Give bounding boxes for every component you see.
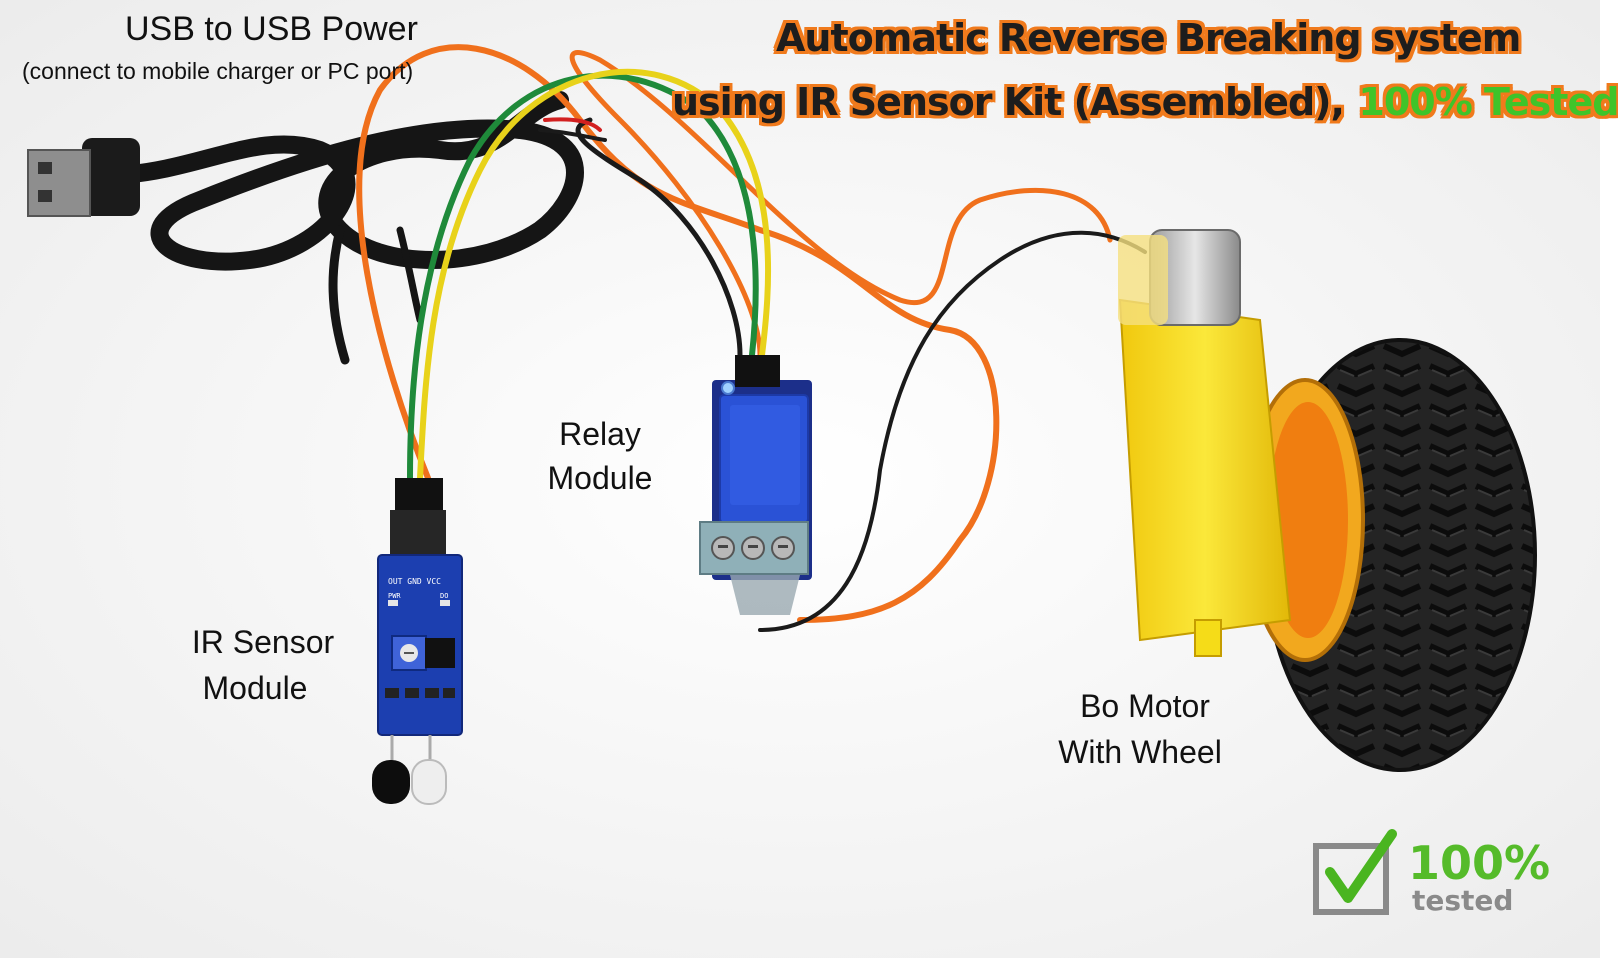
relay-header-pins [735, 355, 780, 387]
ir-chip [425, 638, 455, 668]
wheel [1245, 338, 1537, 772]
usb-connector-body [82, 138, 140, 216]
usb-power-label: USB to USB Power [125, 10, 418, 48]
ir-emitter-led [411, 759, 447, 805]
relay-label-line-2: Module [547, 460, 653, 496]
usb-plug [27, 149, 91, 217]
ir-do-silkscreen: DO [440, 592, 448, 600]
checkmark-box-icon [1313, 829, 1397, 915]
bo-motor [1118, 229, 1292, 657]
motor-label-line-1: Bo Motor [1080, 688, 1210, 724]
ir-receiver-led [372, 760, 410, 804]
ir-header-connector [395, 478, 443, 514]
ir-sensor-label-line-1: IR Sensor [191, 624, 335, 660]
relay-label-line-1: Relay [559, 416, 641, 452]
ir-sensor-label-line-2: Module [202, 670, 308, 706]
badge-tested-text: tested [1412, 884, 1514, 917]
relay-module [699, 355, 812, 615]
badge-percent: 100% [1408, 836, 1551, 890]
usb-cable [27, 91, 584, 365]
motor-label-line-2: With Wheel [1058, 734, 1222, 770]
jumper-wires [356, 44, 1147, 632]
ir-sensor-module: OUT GND VCC PWR DO [372, 478, 463, 805]
title-line-1: Automatic Reverse Breaking system [776, 16, 1521, 60]
usb-power-sublabel: (connect to mobile charger or PC port) [22, 58, 414, 84]
title-line-2-accent: 100% Tested [1358, 80, 1618, 124]
ir-pin-silkscreen: OUT GND VCC [388, 577, 441, 586]
title-line-2: using IR Sensor Kit (Assembled), 100% Te… [672, 80, 1618, 124]
ir-pwr-silkscreen: PWR [388, 592, 401, 600]
title-line-2-main: using IR Sensor Kit (Assembled), [672, 80, 1345, 124]
